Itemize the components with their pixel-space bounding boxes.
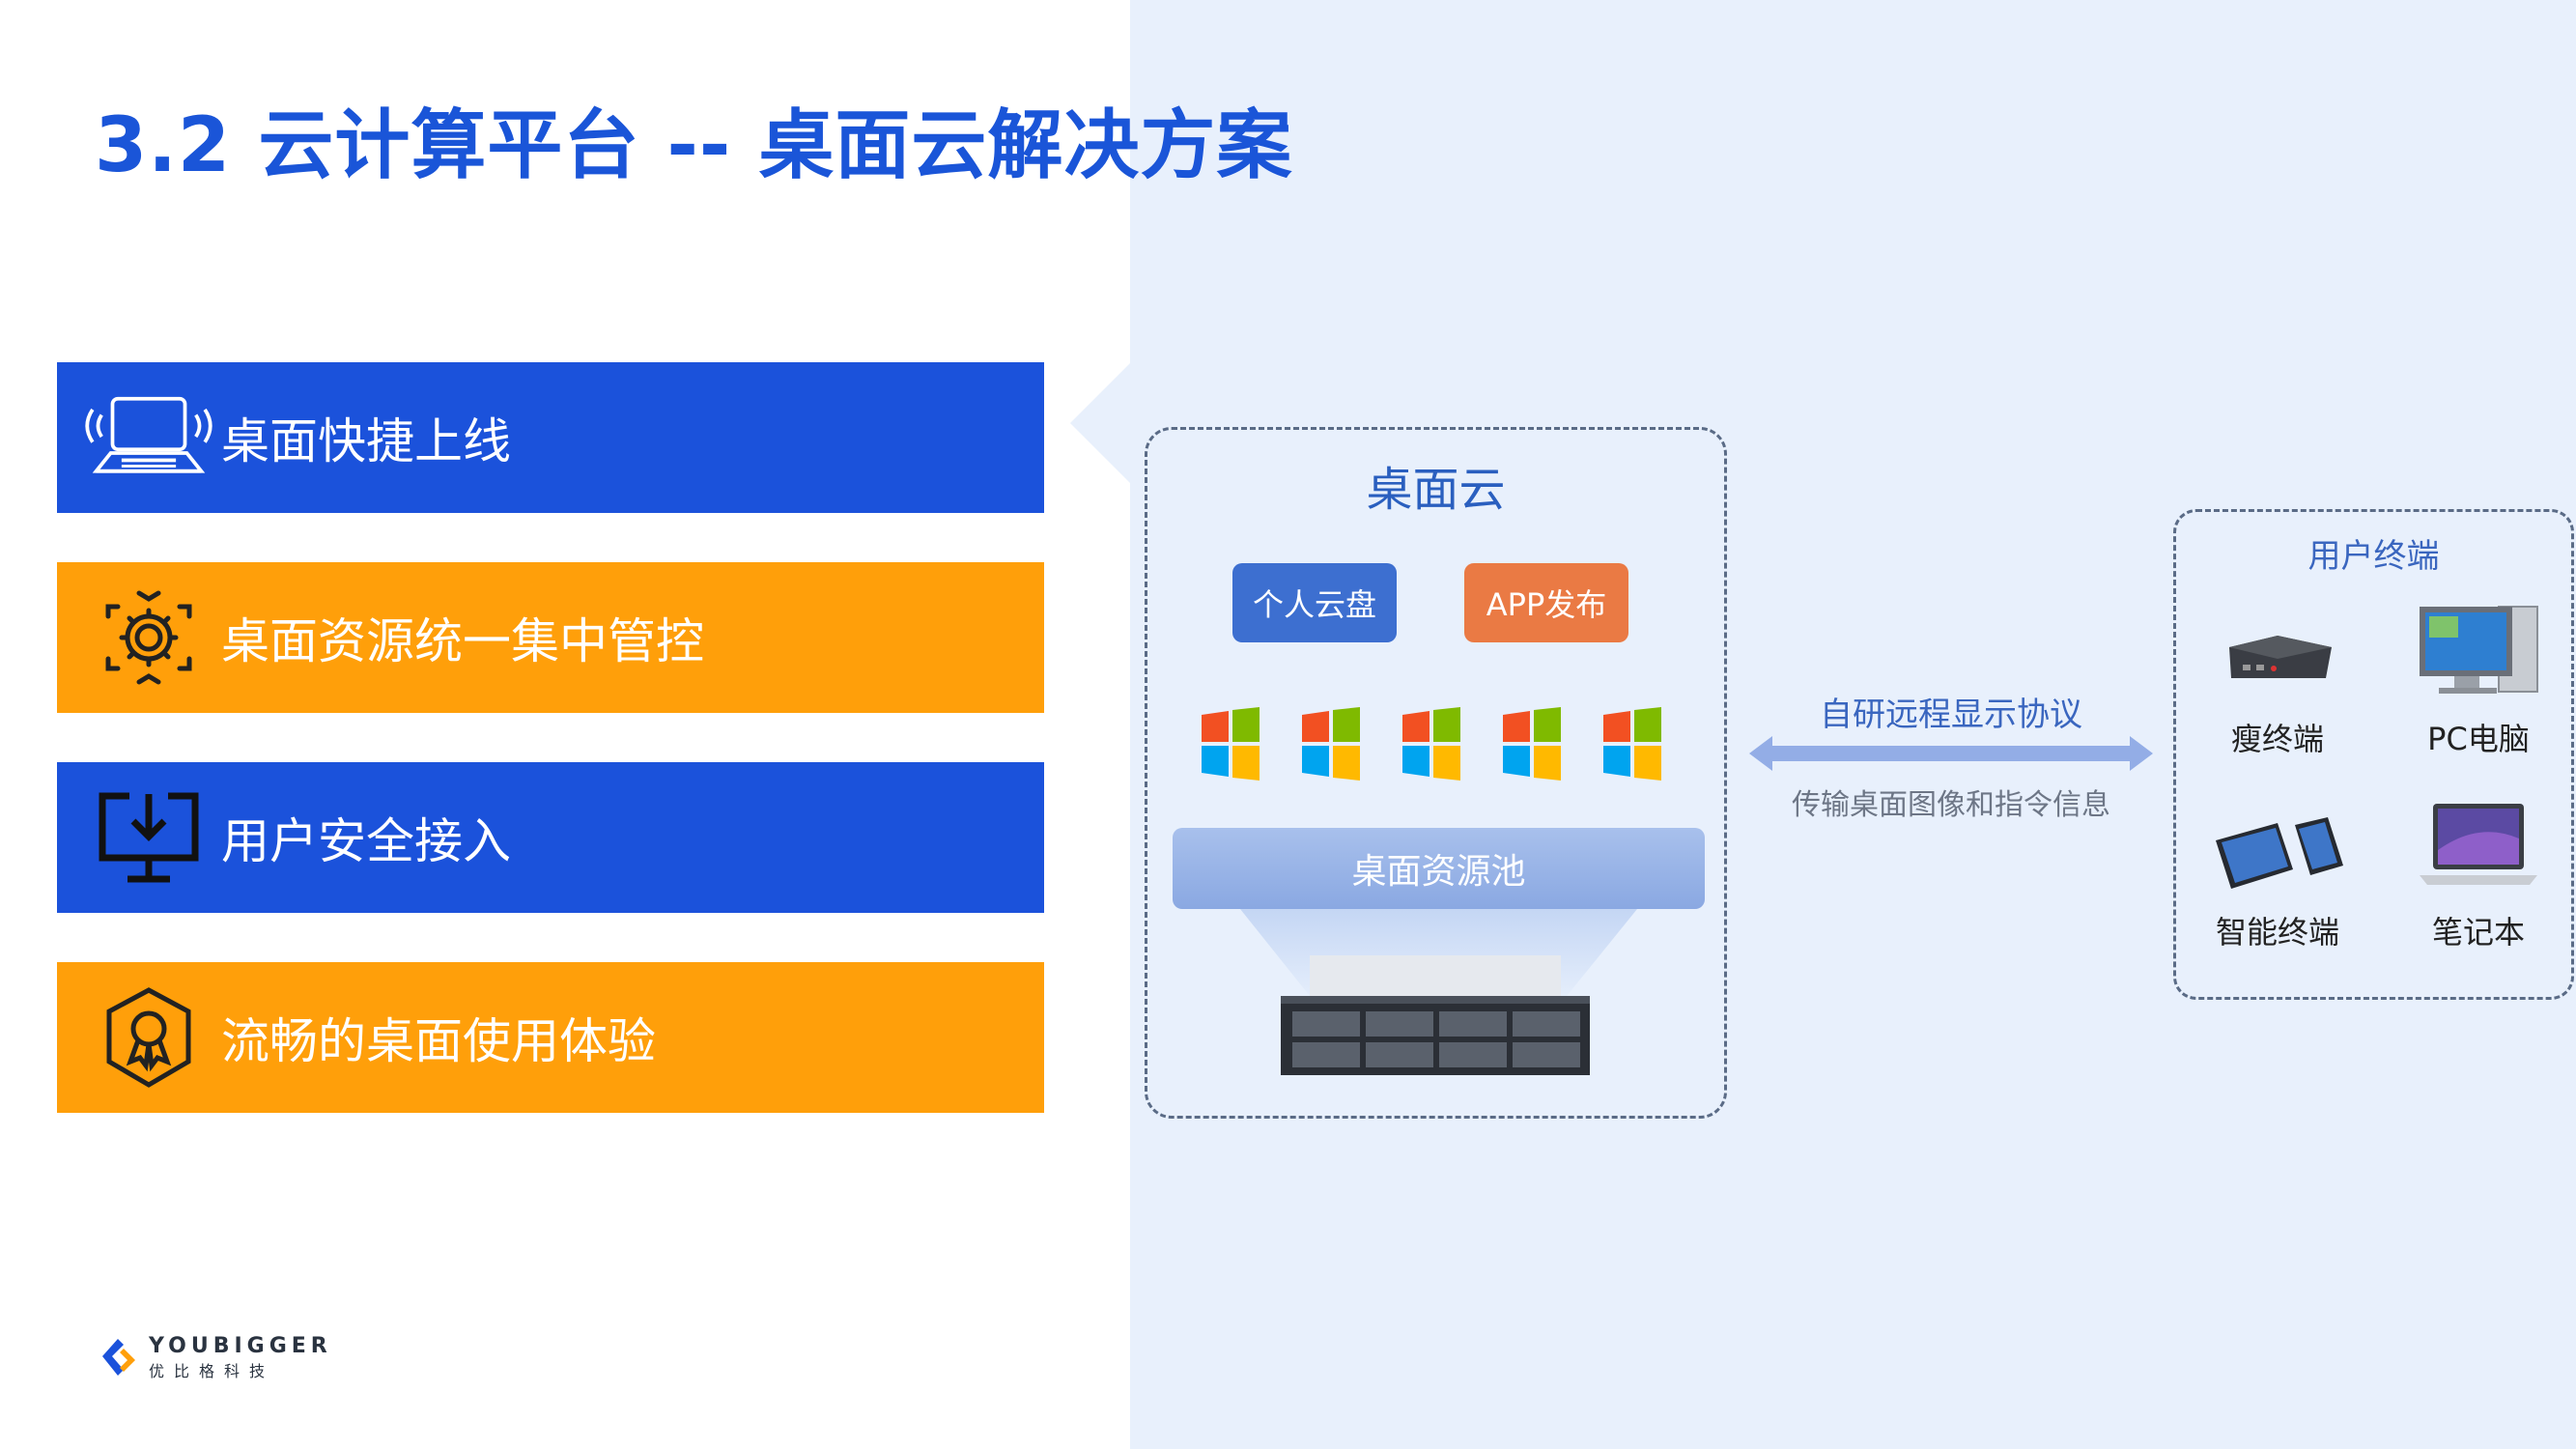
user-terminals-panel: 用户终端 瘦终端 PC电脑 智能终端 (2173, 509, 2574, 1000)
feature-label: 桌面资源统一集中管控 (221, 613, 704, 669)
smart-devices-icon (2216, 817, 2343, 889)
logo-text-cn: 优比格科技 (149, 1361, 275, 1380)
terminal-label: 笔记本 (2431, 914, 2525, 951)
terminal-smart: 智能终端 (2186, 802, 2369, 952)
youbigger-logo-icon (102, 1339, 135, 1376)
desktop-resource-pool: 桌面资源池 (1173, 828, 1705, 909)
windows-icon (1603, 707, 1661, 781)
feature-label: 流畅的桌面使用体验 (221, 1013, 656, 1069)
double-arrow-icon (1749, 736, 2153, 771)
feature-central-control: 桌面资源统一集中管控 (57, 562, 1044, 713)
feature-secure-access: 用户安全接入 (57, 762, 1044, 913)
terminal-thin-client: 瘦终端 (2186, 618, 2369, 759)
company-logo: YOUBIGGER 优比格科技 (95, 1333, 332, 1381)
windows-icon (1503, 707, 1561, 781)
gear-control-icon (76, 562, 221, 713)
logo-text-en: YOUBIGGER (149, 1333, 332, 1358)
desktop-pc-icon (2420, 606, 2538, 694)
server-icon (1281, 955, 1590, 1075)
feature-quick-launch: 桌面快捷上线 (57, 362, 1044, 513)
personal-cloud-disk-button[interactable]: 个人云盘 (1232, 563, 1397, 642)
panel-pointer (1070, 363, 1130, 483)
windows-icon (1202, 707, 1260, 781)
laptop-wireless-icon (76, 362, 221, 513)
badge-award-icon (76, 962, 221, 1113)
windows-icon (1302, 707, 1360, 781)
right-panel-background (1130, 0, 2576, 1449)
terminal-pc: PC电脑 (2387, 599, 2570, 759)
windows-icon (1402, 707, 1460, 781)
thin-client-icon (2229, 636, 2332, 678)
terminal-label: 智能终端 (2215, 914, 2339, 951)
protocol-sublabel: 传输桌面图像和指令信息 (1792, 788, 2110, 822)
laptop-icon (2420, 804, 2537, 885)
desktop-cloud-panel: 桌面云 个人云盘 APP发布 桌面资源池 (1145, 427, 1727, 1119)
desktop-cloud-title: 桌面云 (1366, 463, 1506, 517)
app-publish-button[interactable]: APP发布 (1464, 563, 1628, 642)
user-terminals-title: 用户终端 (2307, 537, 2440, 576)
protocol-label: 自研远程显示协议 (1820, 696, 2082, 734)
monitor-download-icon (76, 762, 221, 913)
feature-smooth-experience: 流畅的桌面使用体验 (57, 962, 1044, 1113)
feature-label: 用户安全接入 (221, 813, 511, 869)
slide-title: 3.2 云计算平台 -- 桌面云解决方案 (95, 102, 1293, 189)
terminal-laptop: 笔记本 (2387, 792, 2570, 952)
terminal-label: 瘦终端 (2230, 721, 2324, 757)
terminal-label: PC电脑 (2427, 721, 2530, 757)
feature-label: 桌面快捷上线 (221, 413, 511, 469)
